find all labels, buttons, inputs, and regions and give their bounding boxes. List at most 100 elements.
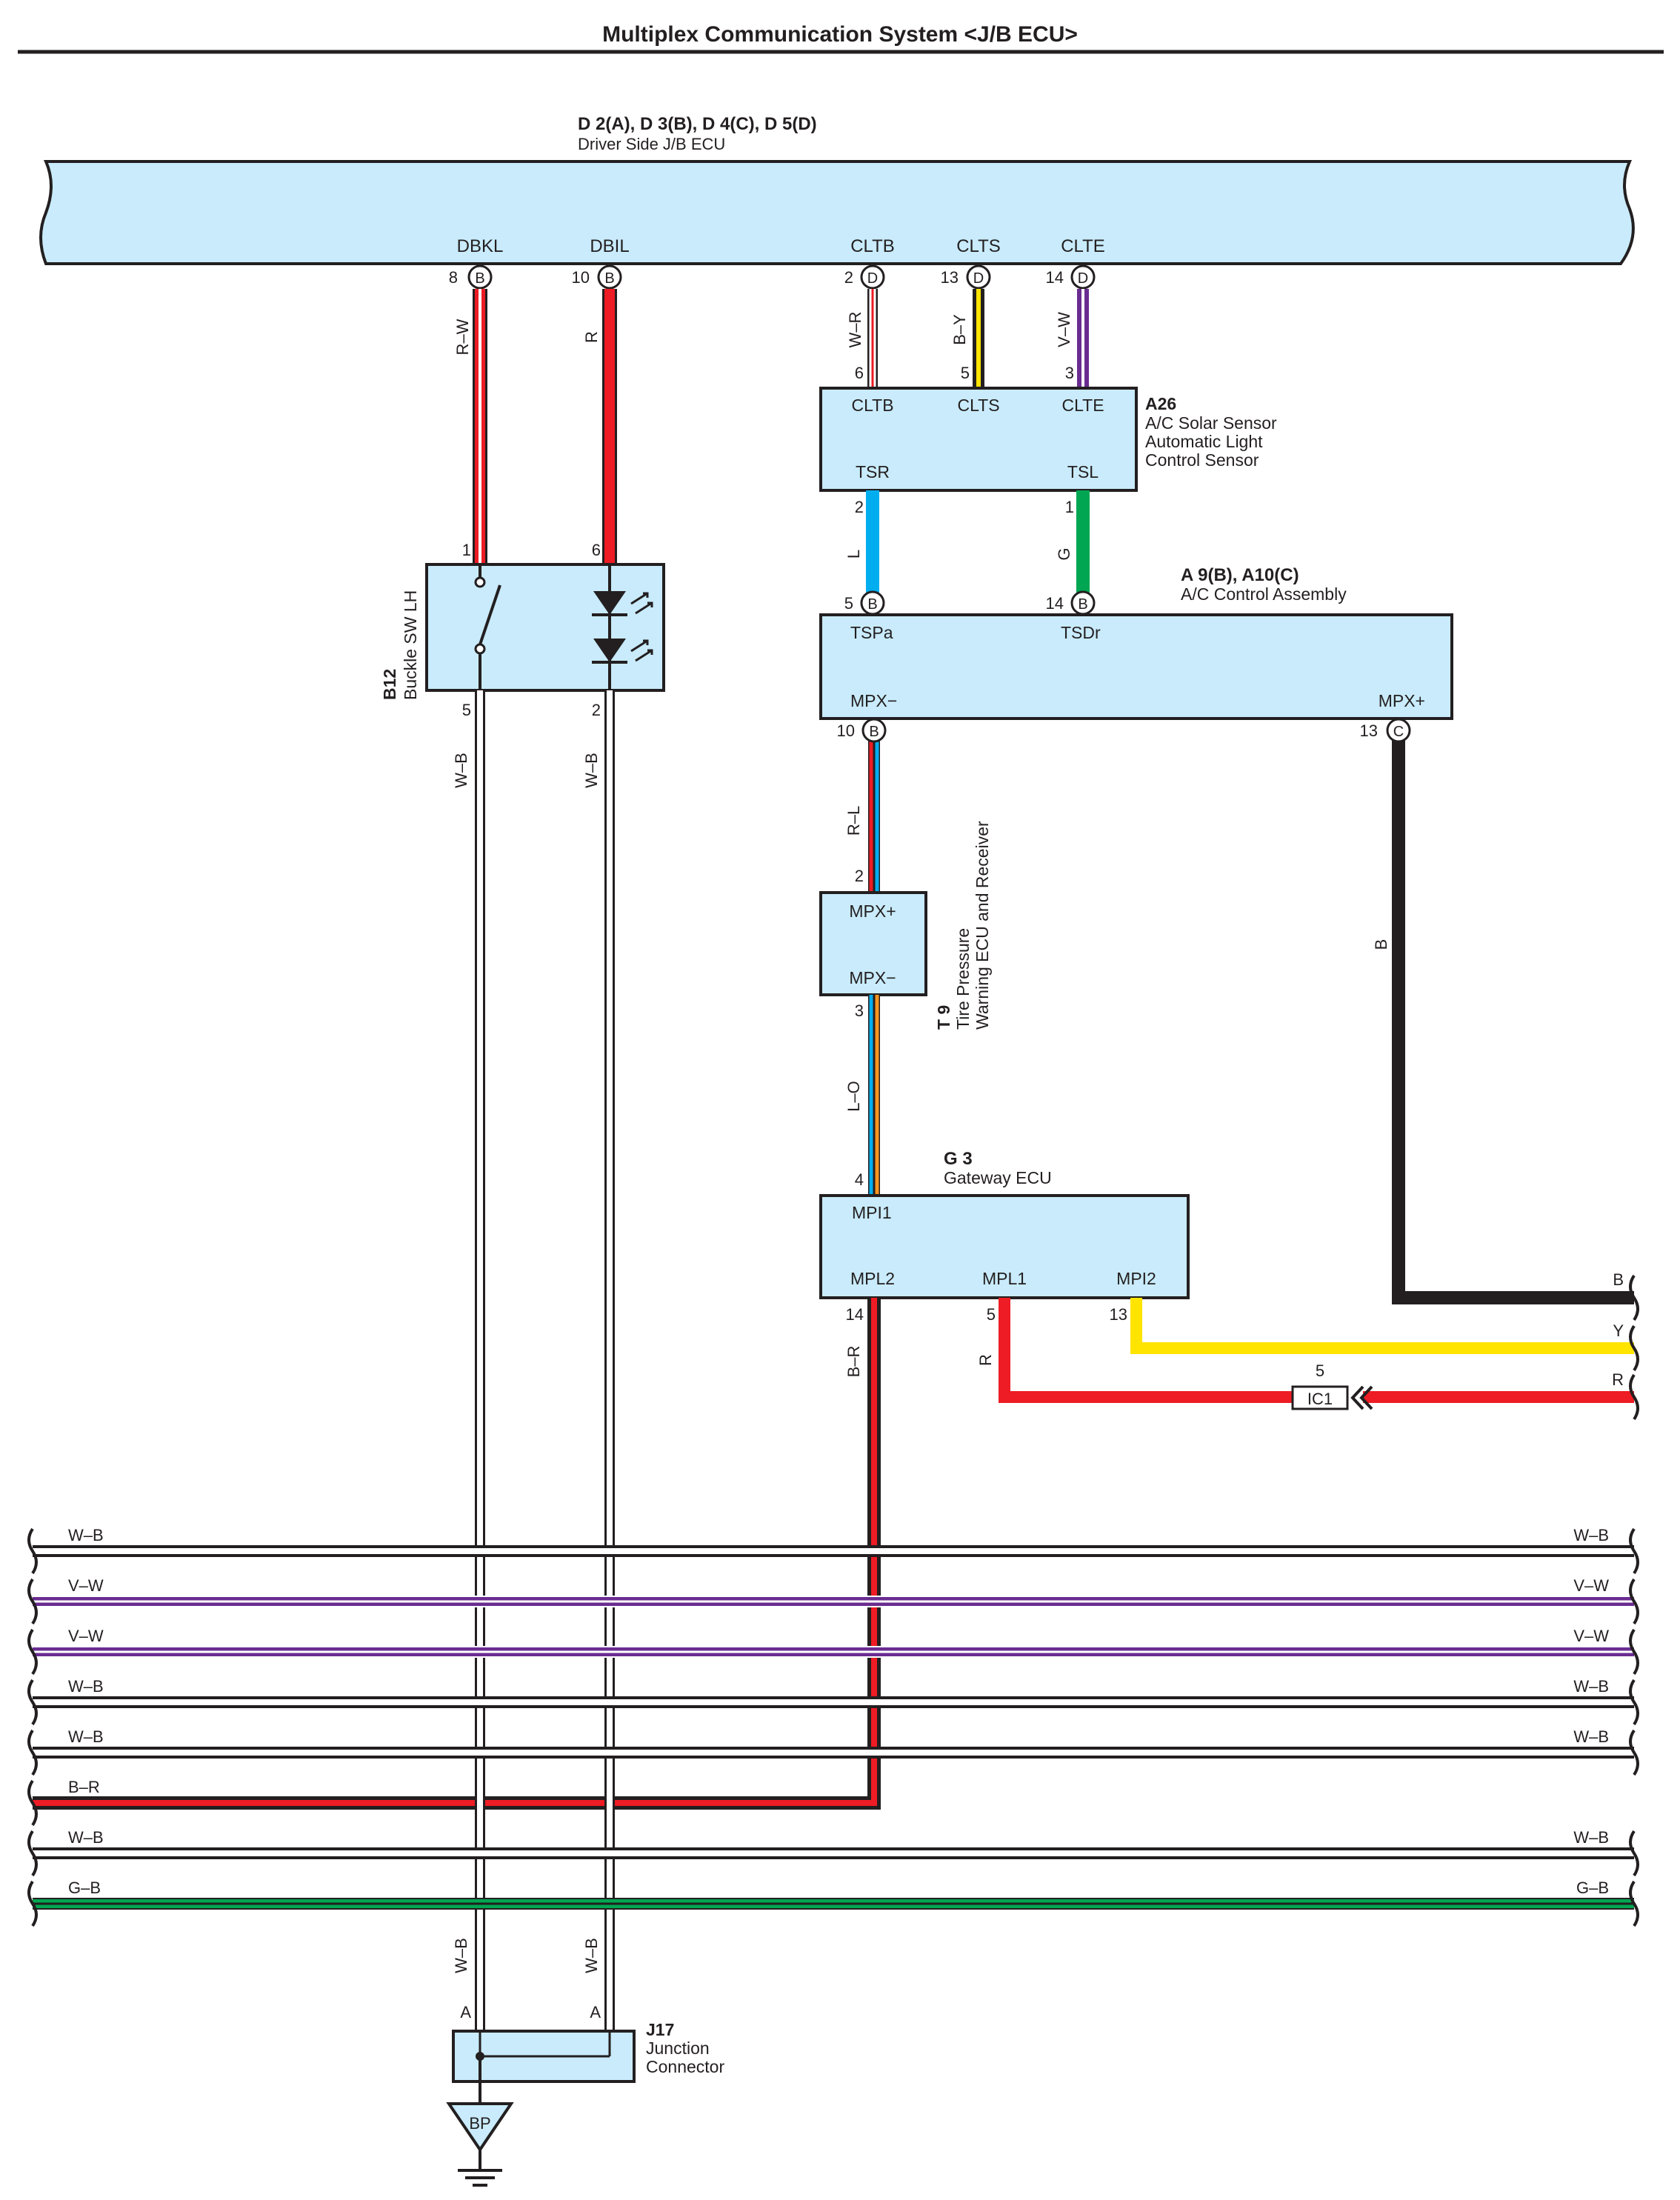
wire-b12-pin5: W–B W–B A <box>452 690 485 2031</box>
break-mark <box>27 1527 38 1575</box>
svg-text:L–O: L–O <box>844 1081 863 1112</box>
svg-text:2: 2 <box>855 867 864 885</box>
svg-text:MPX+: MPX+ <box>849 901 896 921</box>
ac-control-id: A 9(B), A10(C) <box>1181 565 1299 585</box>
g3-id: G 3 <box>944 1149 973 1169</box>
svg-text:MPL1: MPL1 <box>982 1269 1027 1288</box>
svg-text:TSPa: TSPa <box>850 623 893 642</box>
svg-text:Warning ECU and Receiver: Warning ECU and Receiver <box>973 821 992 1030</box>
svg-text:R–W: R–W <box>453 319 472 355</box>
wire-cltb: W–R 6 <box>846 289 878 388</box>
svg-text:8: 8 <box>449 268 458 287</box>
svg-text:D: D <box>973 270 984 287</box>
svg-text:R–L: R–L <box>844 806 863 836</box>
wire-tsr: 2 L <box>844 490 879 593</box>
svg-text:13: 13 <box>941 268 959 287</box>
break-mark <box>1629 1679 1639 1726</box>
wire-tsl: 1 G <box>1055 490 1090 593</box>
svg-text:D: D <box>1078 270 1088 287</box>
svg-text:B: B <box>1372 939 1390 950</box>
svg-text:2: 2 <box>592 701 601 719</box>
svg-text:A/C Control Assembly: A/C Control Assembly <box>1181 584 1347 604</box>
j17-id: J17 <box>646 2020 674 2039</box>
break-mark <box>1629 1729 1639 1776</box>
svg-text:14: 14 <box>1046 594 1064 613</box>
jb-terminal-dbkl: DBKL 8 B <box>449 236 503 290</box>
bus-label-left: B–R <box>68 1778 100 1796</box>
svg-text:A/C Solar Sensor: A/C Solar Sensor <box>1145 413 1277 433</box>
svg-text:CLTS: CLTS <box>956 236 1001 256</box>
svg-text:5: 5 <box>987 1305 996 1324</box>
connector-pin <box>860 264 885 290</box>
wire-mpx-minus: R–L 2 <box>844 739 880 893</box>
wire-dbil: R 6 <box>582 289 617 564</box>
svg-text:Buckle SW LH: Buckle SW LH <box>401 590 420 700</box>
svg-text:IC1: IC1 <box>1307 1390 1333 1408</box>
svg-text:A: A <box>460 2003 471 2021</box>
svg-text:Y: Y <box>1613 1321 1624 1340</box>
bus-label-left: W–B <box>68 1526 104 1544</box>
break-mark <box>1629 1880 1639 1927</box>
connector-pin <box>597 264 622 290</box>
wire-b12-pin2: W–B W–B A <box>582 690 615 2031</box>
ac-control-component: A 9(B), A10(C) A/C Control Assembly B 5 … <box>819 565 1453 720</box>
svg-text:V–W: V–W <box>1055 312 1073 347</box>
bus-label-left: V–W <box>68 1627 104 1645</box>
bus-label-left: W–B <box>68 1727 104 1746</box>
svg-text:5: 5 <box>961 364 970 382</box>
svg-text:CLTE: CLTE <box>1061 396 1104 415</box>
svg-text:R: R <box>976 1354 995 1366</box>
page-title: Multiplex Communication System <J/B ECU> <box>602 22 1078 47</box>
bus-label-right: V–W <box>1573 1576 1609 1595</box>
svg-text:4: 4 <box>855 1170 864 1189</box>
svg-text:D: D <box>867 270 878 287</box>
svg-text:W–B: W–B <box>452 753 470 788</box>
svg-text:5: 5 <box>462 701 471 719</box>
svg-text:B: B <box>1078 596 1087 613</box>
wire-t9-out: 3 L–O 4 <box>844 995 880 1196</box>
t9-id: T 9 <box>934 1005 953 1030</box>
svg-text:MPX−: MPX− <box>849 968 896 987</box>
break-mark <box>27 1679 38 1726</box>
connector-pin <box>467 264 493 290</box>
svg-text:CLTB: CLTB <box>851 396 893 415</box>
break-mark <box>27 1779 38 1827</box>
bus-label-right: W–B <box>1573 1727 1609 1746</box>
svg-text:G: G <box>1055 547 1073 560</box>
break-mark <box>27 1880 38 1927</box>
svg-text:B: B <box>869 724 879 740</box>
jb-terminal-dbil: DBIL 10 B <box>572 236 630 290</box>
svg-text:L: L <box>844 550 863 559</box>
wire-clte: V–W 3 <box>1055 289 1089 388</box>
ic1-connector: IC1 5 <box>1291 1361 1373 1410</box>
wire-dbkl: R–W 1 <box>453 289 487 564</box>
svg-text:6: 6 <box>592 541 601 559</box>
connector-pin <box>861 718 887 743</box>
right-break-marks <box>1629 1274 1639 1421</box>
a26-id: A26 <box>1145 394 1176 413</box>
wire-mpl2: 14 B–R <box>33 1298 881 1810</box>
svg-text:Automatic Light: Automatic Light <box>1145 432 1263 451</box>
svg-text:MPI2: MPI2 <box>1116 1269 1156 1288</box>
svg-text:B: B <box>1613 1270 1624 1289</box>
break-mark <box>1629 1578 1639 1625</box>
break-mark <box>27 1578 38 1625</box>
svg-text:10: 10 <box>837 721 855 740</box>
bus-label-right: W–B <box>1573 1828 1609 1847</box>
b12-id: B12 <box>380 669 399 700</box>
svg-text:C: C <box>1393 724 1404 740</box>
bus-label-left: W–B <box>68 1828 104 1847</box>
svg-text:MPX+: MPX+ <box>1379 691 1425 710</box>
svg-text:13: 13 <box>1110 1305 1127 1324</box>
svg-text:TSR: TSR <box>856 462 890 481</box>
connector-pin <box>1070 264 1096 290</box>
svg-text:B: B <box>604 270 614 287</box>
svg-text:B–Y: B–Y <box>950 314 969 345</box>
svg-text:14: 14 <box>1046 268 1064 287</box>
wire-mpx-plus: B B <box>1372 739 1634 1304</box>
svg-text:BP: BP <box>469 2114 490 2133</box>
